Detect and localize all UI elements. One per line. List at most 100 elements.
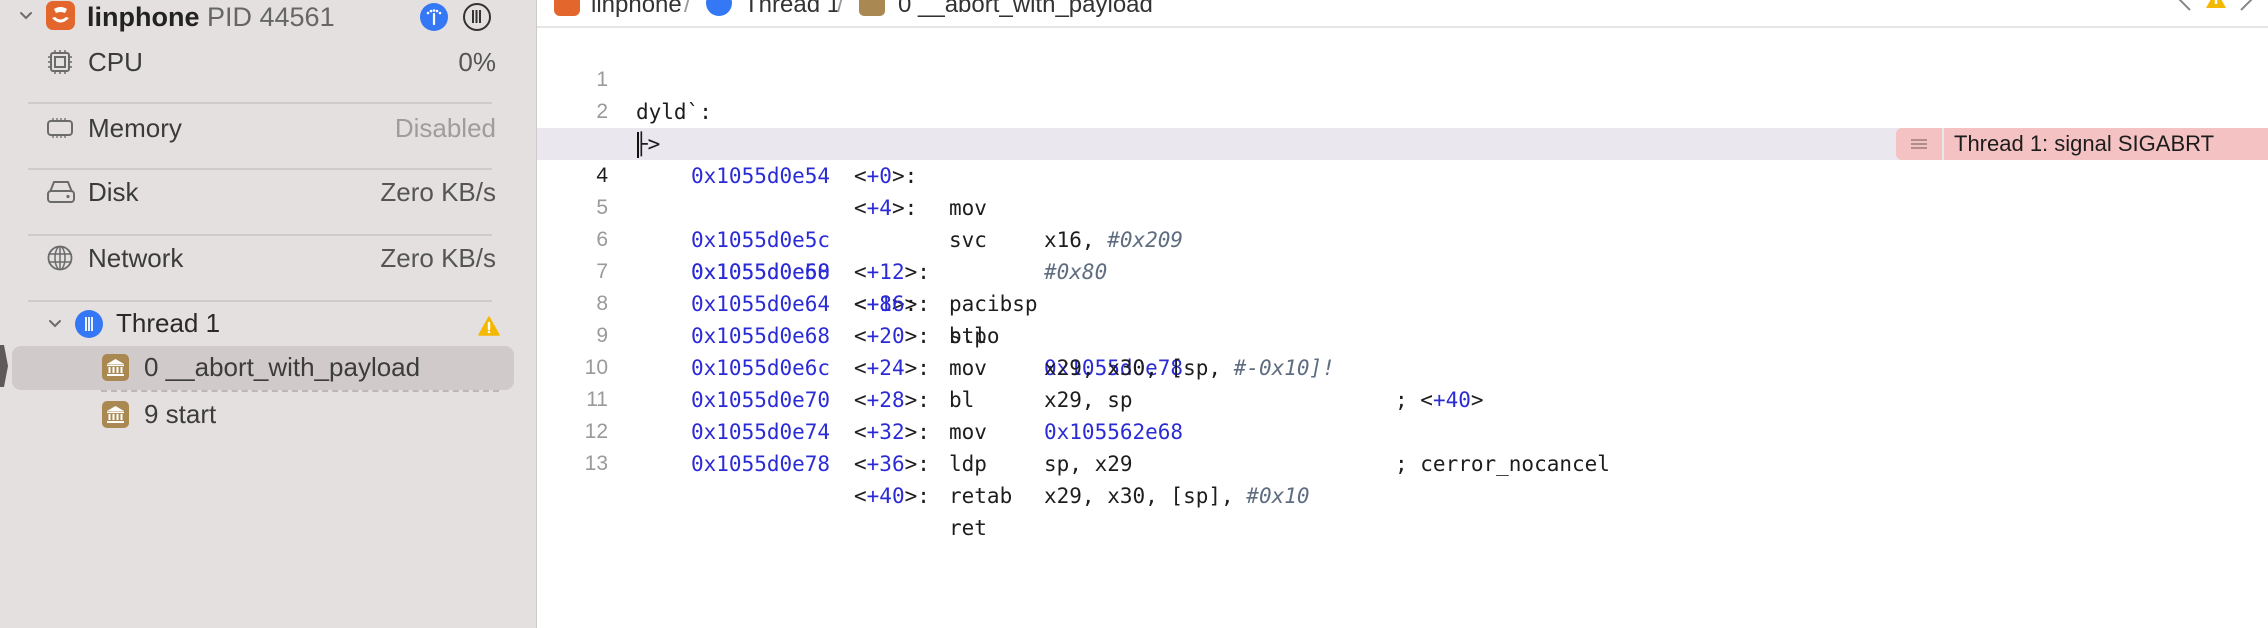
line-number: 10 bbox=[584, 356, 608, 379]
line-number: 13 bbox=[584, 452, 608, 475]
cpu-chip-icon bbox=[46, 48, 74, 76]
operand-immediate: #0x80 bbox=[1044, 260, 1108, 284]
thread-pause-icon[interactable] bbox=[463, 3, 491, 31]
process-name: linphone PID 44561 bbox=[87, 1, 335, 33]
operand-text: x16, bbox=[1044, 228, 1108, 252]
thread-icon bbox=[706, 0, 732, 16]
gauge-value: Zero KB/s bbox=[380, 177, 496, 207]
operand-address: 0x105562e68 bbox=[1044, 420, 1184, 444]
breadcrumb-separator: / bbox=[837, 0, 844, 18]
comment-offset: +40 bbox=[1432, 388, 1471, 412]
mnemonic: mov bbox=[949, 356, 987, 380]
operand-text: x29, x30, [sp], bbox=[1044, 484, 1247, 508]
line-number: 5 bbox=[596, 196, 608, 219]
mnemonic: retab bbox=[949, 484, 1013, 508]
operands: x29, x30, [sp], #0x10 bbox=[1044, 480, 1310, 512]
network-globe-icon bbox=[46, 244, 74, 272]
comment-text: ; < bbox=[1395, 388, 1433, 412]
disassembly-editor: linphone / Thread 1 / 0 __abort_with_pay… bbox=[537, 0, 2268, 628]
memory-icon bbox=[46, 114, 74, 142]
operands: x16, #0x209 bbox=[1044, 224, 1183, 256]
instruction-address: 0x1055d0e64 bbox=[691, 292, 831, 316]
line-number: 12 bbox=[584, 420, 608, 443]
app-icon bbox=[46, 1, 75, 30]
code-line: 10 0x1055d0e70 <+32>: ldp x29, x30, [sp]… bbox=[537, 320, 2268, 508]
thread-label: Thread 1 bbox=[116, 308, 221, 338]
debug-gauge-icon[interactable] bbox=[420, 3, 448, 31]
stack-frame-0[interactable]: 0 __abort_with_payload bbox=[12, 346, 514, 390]
divider bbox=[28, 234, 492, 236]
frame-label: 9 start bbox=[144, 399, 217, 429]
operands: x29, sp bbox=[1044, 388, 1133, 412]
gauge-network[interactable]: Network Zero KB/s bbox=[0, 243, 536, 299]
instruction-address: 0x1055d0e6c bbox=[691, 356, 831, 380]
code-line: 6 0x1055d0e60 <+16>: stp x29, x30, [sp, … bbox=[537, 192, 2268, 380]
instruction-offset: <+4>: bbox=[854, 196, 918, 220]
code-line: 2 0x1055d0e50 <+0>: mov x16, #0x209 bbox=[537, 64, 2268, 252]
instruction-offset: <+20>: bbox=[854, 324, 930, 348]
chevron-down-icon[interactable] bbox=[47, 316, 63, 332]
breadcrumb-item[interactable]: 0 __abort_with_payload bbox=[898, 0, 1153, 18]
comment: ; <+40> bbox=[1395, 384, 1484, 416]
operands: sp, x29 bbox=[1044, 452, 1133, 476]
frame-label: 0 __abort_with_payload bbox=[144, 352, 421, 382]
instruction-offset: <+8>: bbox=[854, 292, 918, 316]
instruction-offset: <+16>: bbox=[854, 292, 930, 316]
code-line: 1 dyld`: bbox=[537, 32, 2268, 124]
line-number: 1 bbox=[596, 68, 608, 91]
instruction-address: 0x1055d0e68 bbox=[691, 324, 831, 348]
operand-text: x29, x30, [sp, bbox=[1044, 356, 1234, 380]
instruction-address: 0x1055d0e70 bbox=[691, 388, 831, 412]
error-annotation[interactable]: Thread 1: signal SIGABRT bbox=[1896, 128, 2268, 160]
operand-immediate: #0x10 bbox=[1246, 484, 1310, 508]
mnemonic: pacibsp bbox=[949, 292, 1038, 316]
divider bbox=[28, 168, 492, 170]
process-row[interactable]: linphone PID 44561 bbox=[0, 0, 536, 34]
instruction-offset: <+28>: bbox=[854, 388, 930, 412]
gauge-disk[interactable]: Disk Zero KB/s bbox=[0, 177, 536, 233]
gauge-label: CPU bbox=[88, 47, 143, 77]
thread-row[interactable]: Thread 1 bbox=[0, 306, 536, 342]
operand-address: 0x1055d0e78 bbox=[1044, 356, 1184, 380]
operand-immediate: #0x209 bbox=[1107, 228, 1184, 252]
instruction-offset: <+0>: bbox=[854, 164, 918, 188]
gauge-memory[interactable]: Memory Disabled bbox=[0, 111, 536, 167]
offset-value: +28 bbox=[866, 388, 905, 412]
program-counter-arrow-icon: ├> bbox=[635, 132, 661, 156]
frame-icon bbox=[859, 0, 885, 16]
mnemonic: svc bbox=[949, 228, 987, 252]
next-issue-icon[interactable] bbox=[2237, 0, 2255, 12]
gauge-cpu[interactable]: CPU 0% bbox=[0, 45, 536, 101]
warning-icon[interactable] bbox=[2205, 0, 2227, 12]
comment-text: > bbox=[1470, 388, 1484, 412]
previous-issue-icon[interactable] bbox=[2176, 0, 2194, 12]
offset-value: +20 bbox=[866, 324, 905, 348]
line-number: 9 bbox=[596, 324, 608, 347]
chevron-down-icon[interactable] bbox=[18, 8, 34, 24]
line-number: 7 bbox=[596, 260, 608, 283]
instruction-offset: <+36>: bbox=[854, 452, 930, 476]
mnemonic: stp bbox=[949, 324, 987, 348]
process-pid: PID 44561 bbox=[207, 2, 335, 32]
offset-value: +32 bbox=[866, 420, 905, 444]
gauge-value: 0% bbox=[458, 47, 496, 77]
stack-frame-9[interactable]: 9 start bbox=[12, 393, 514, 437]
mnemonic: ldp bbox=[949, 452, 987, 476]
breadcrumb: linphone / Thread 1 / 0 __abort_with_pay… bbox=[537, 0, 2268, 28]
frame-icon bbox=[102, 401, 129, 428]
warning-icon[interactable] bbox=[478, 316, 500, 336]
gauge-value: Disabled bbox=[394, 113, 496, 143]
instruction-address: 0x1055d0e5c bbox=[691, 228, 831, 252]
code-line: 8 0x1055d0e68 <+24>: bl 0x105562e68 ; ce… bbox=[537, 256, 2268, 476]
instruction-offset: <+40>: bbox=[854, 484, 930, 508]
breadcrumb-item[interactable]: linphone bbox=[591, 0, 682, 18]
code-view[interactable]: 1 dyld`: 2 0x1055d0e50 <+0>: mov x16, #0… bbox=[537, 32, 2268, 540]
gauge-value: Zero KB/s bbox=[380, 243, 496, 273]
divider bbox=[28, 300, 492, 302]
error-expand-button[interactable] bbox=[1896, 128, 1942, 160]
breadcrumb-item[interactable]: Thread 1 bbox=[744, 0, 841, 18]
lines-icon bbox=[1911, 139, 1927, 149]
line-number: 6 bbox=[596, 228, 608, 251]
comment: ; cerror_nocancel bbox=[1395, 452, 1610, 476]
offset-value: +40 bbox=[866, 484, 905, 508]
